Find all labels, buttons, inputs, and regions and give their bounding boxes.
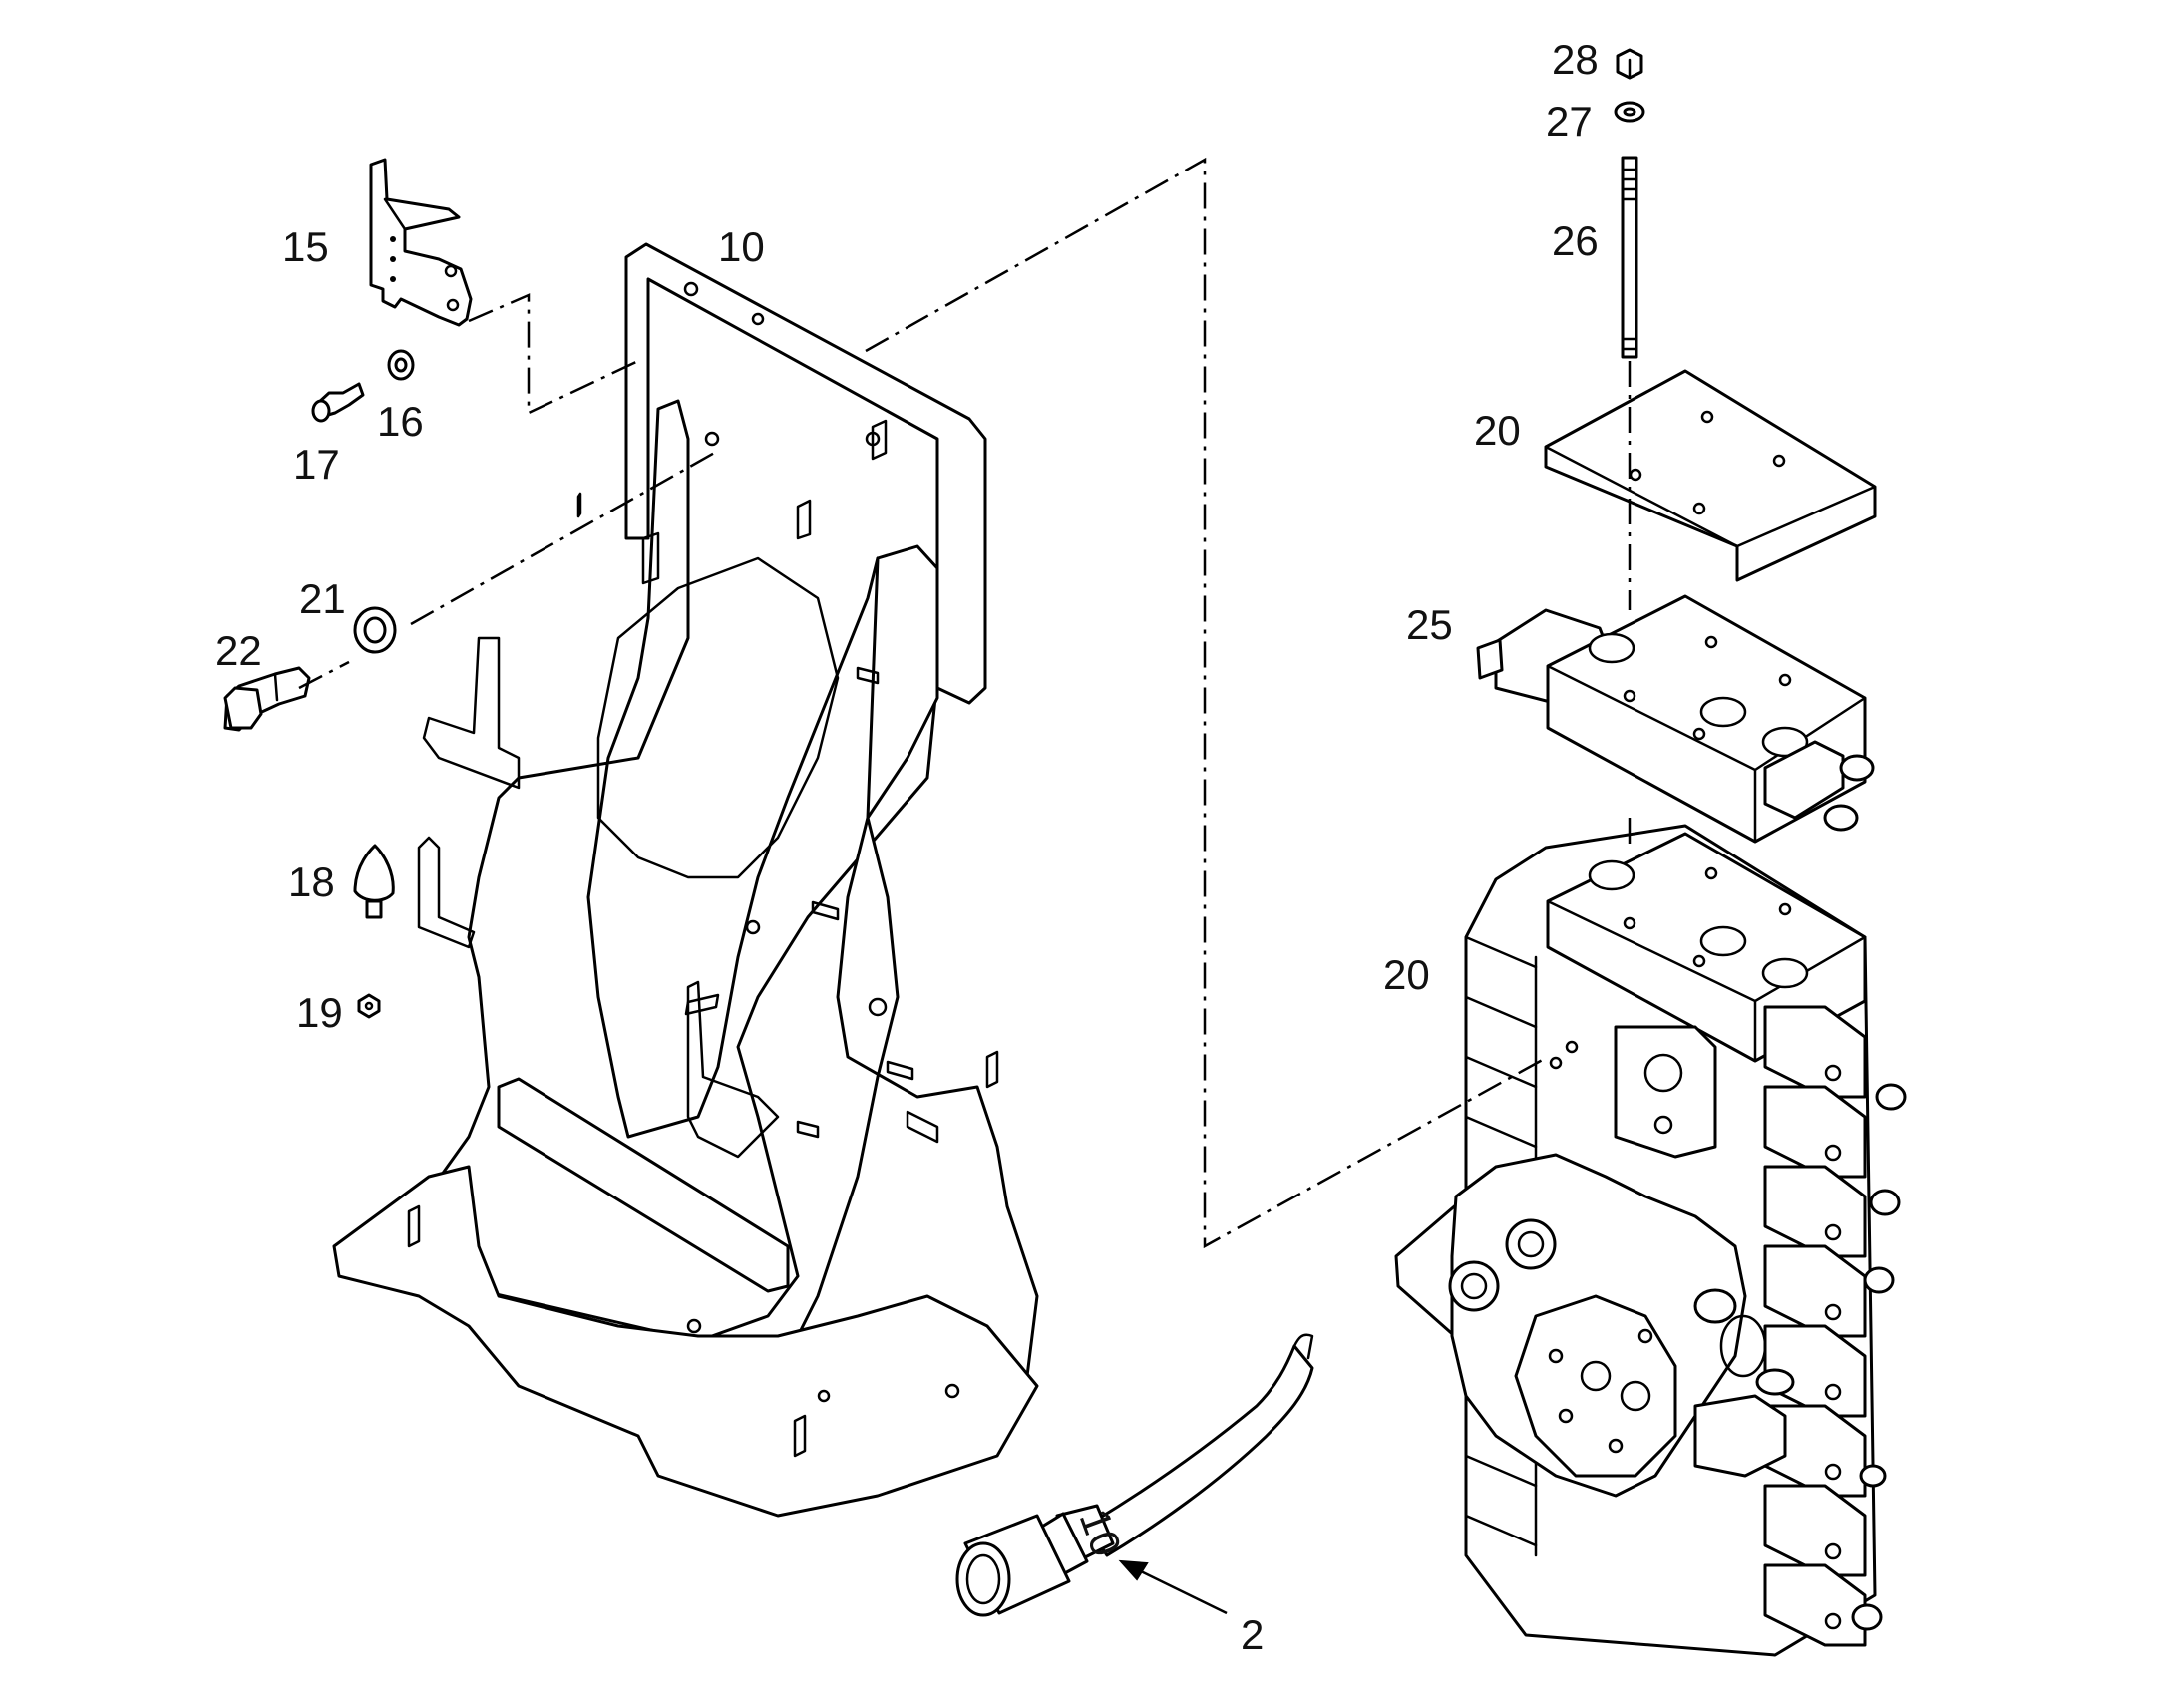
callout-22: 22	[215, 627, 262, 674]
leader-arrow-2	[1118, 1559, 1228, 1615]
screw-17	[311, 382, 365, 423]
valve-section-25	[1476, 594, 1875, 844]
bolt-22	[223, 666, 311, 732]
control-valve-20	[1394, 824, 1907, 1657]
callout-16: 16	[377, 398, 424, 445]
callout-20-bottom: 20	[1383, 951, 1430, 998]
washer-16	[387, 349, 415, 381]
callout-18: 18	[288, 858, 335, 905]
callout-19: 19	[296, 989, 343, 1036]
callout-2: 2	[1241, 1611, 1264, 1658]
washer-27	[1614, 101, 1645, 123]
nut-19	[357, 993, 381, 1019]
hose-2: 10	[955, 1333, 1314, 1617]
support-frame	[332, 242, 1039, 1518]
bumper-18	[353, 844, 395, 919]
callout-27: 27	[1546, 98, 1593, 145]
bracket-15	[369, 158, 473, 327]
callout-10: 10	[718, 223, 765, 270]
nut-28	[1616, 48, 1643, 80]
washer-21	[353, 606, 397, 654]
callout-17: 17	[293, 441, 340, 488]
assembly-lines	[298, 157, 1632, 1249]
callout-28: 28	[1552, 36, 1599, 83]
callout-21: 21	[299, 575, 346, 622]
callout-25: 25	[1406, 601, 1453, 648]
callout-26: 26	[1552, 217, 1599, 264]
callout-labels: 2 10 15 16 17 18 19 20 20 21 22 25 26 27…	[215, 36, 1599, 1658]
callout-15: 15	[282, 223, 329, 270]
stud-26	[1621, 156, 1638, 359]
callout-20-top: 20	[1474, 407, 1521, 454]
cover-plate-20	[1544, 369, 1877, 582]
